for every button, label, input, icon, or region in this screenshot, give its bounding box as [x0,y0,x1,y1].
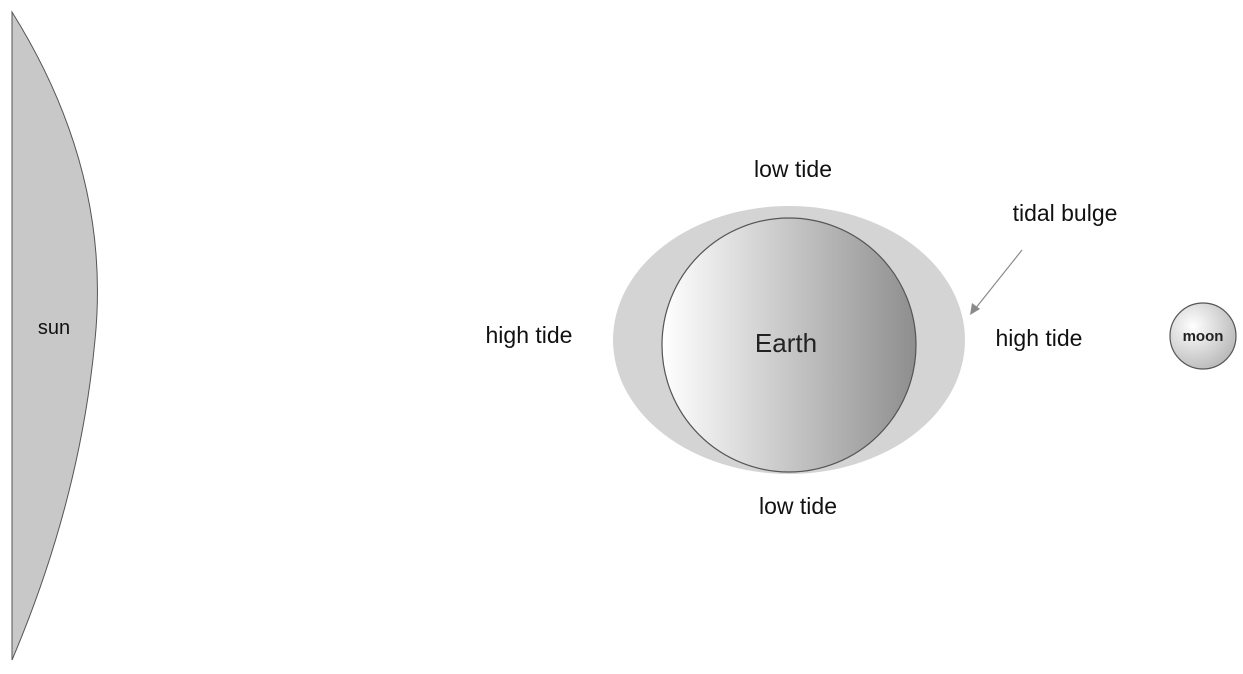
high-tide-right-label: high tide [996,325,1083,351]
low-tide-bottom-label: low tide [759,493,837,519]
low-tide-top-label: low tide [754,156,832,182]
moon-label: moon [1183,328,1224,345]
earth-label: Earth [755,328,817,358]
high-tide-left-label: high tide [486,322,573,348]
tidal-bulge-label: tidal bulge [1013,200,1118,226]
sun-label: sun [38,317,70,339]
tidal-bulge-arrow-line [975,250,1022,309]
